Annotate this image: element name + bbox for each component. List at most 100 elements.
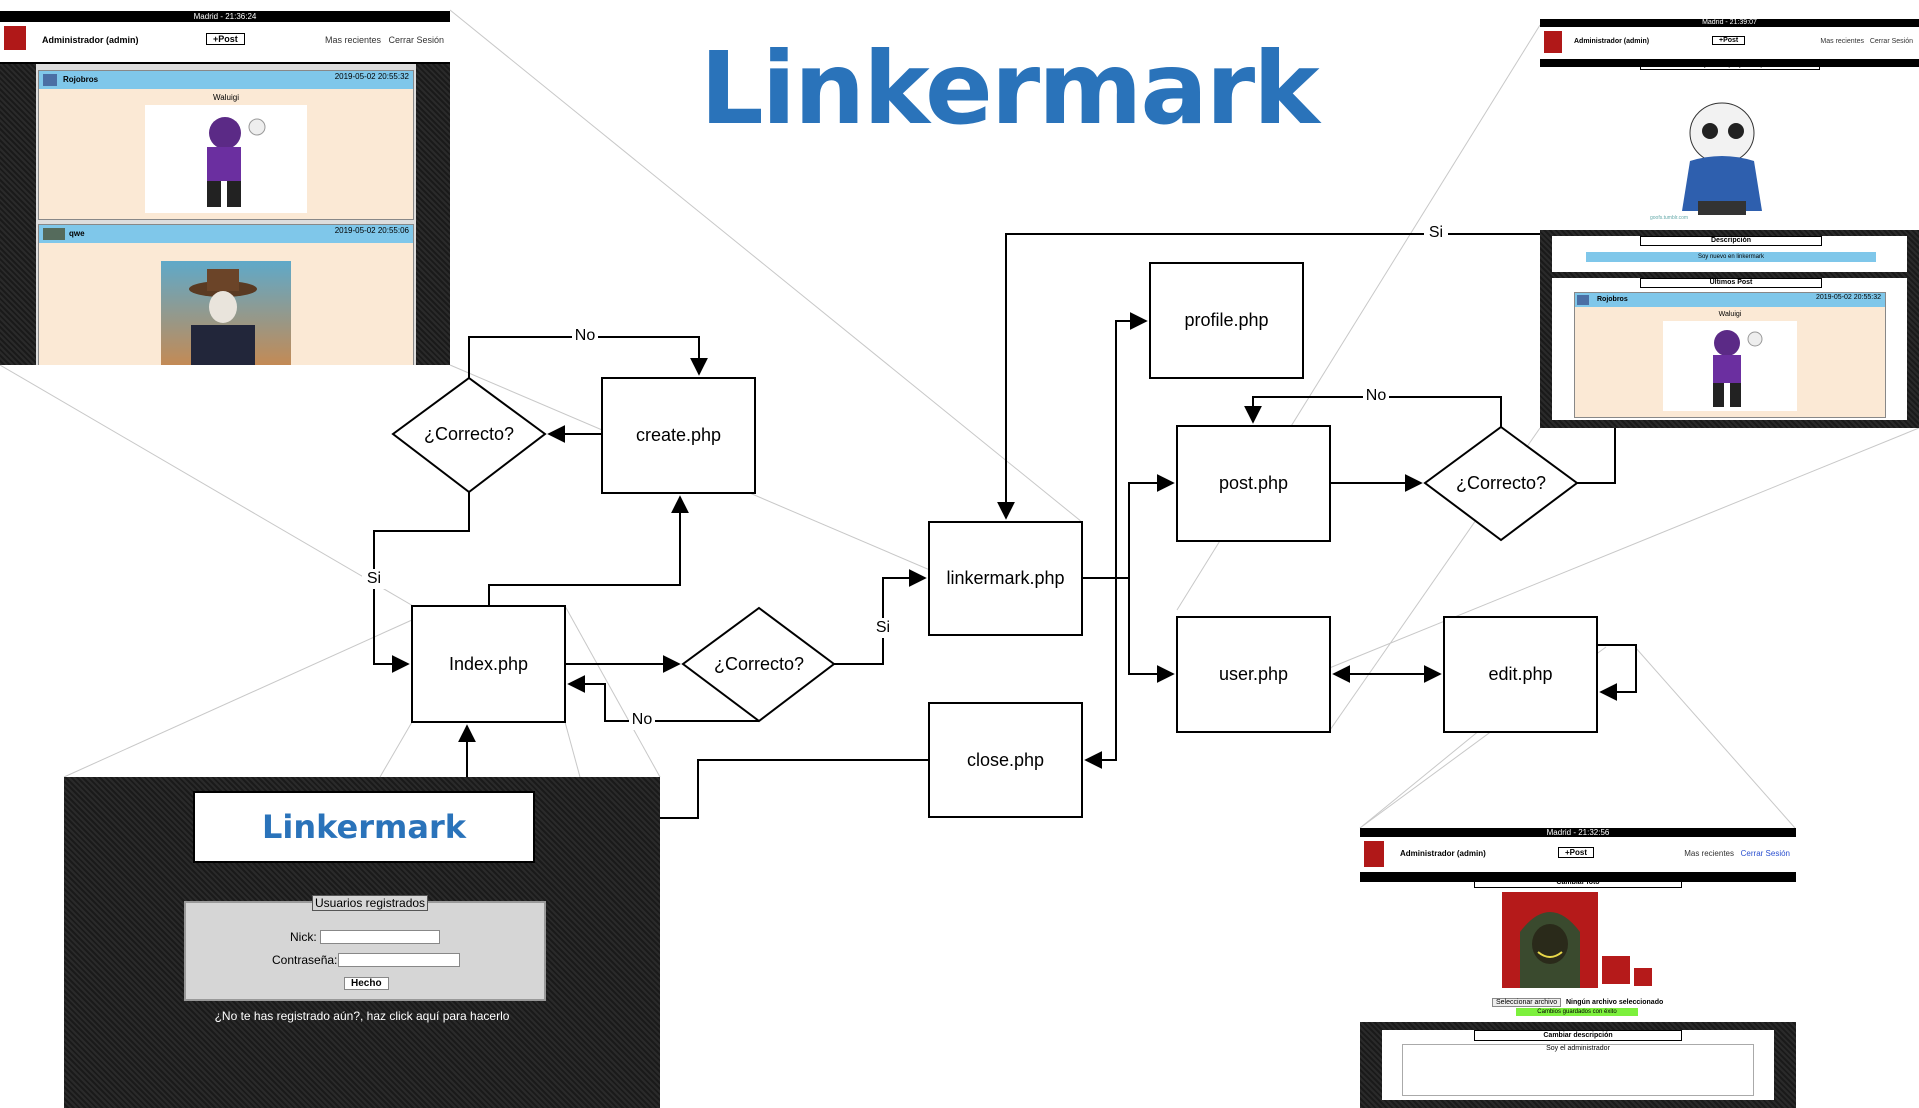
screenshot-login: Linkermark Usuarios registrados Nick: Co… — [64, 777, 660, 1108]
post-date: 2019-05-02 20:55:06 — [334, 226, 409, 235]
node-linkermark: linkermark.php — [946, 568, 1065, 588]
clock: Madrid - 21:36:24 — [0, 11, 450, 22]
change-photo-label: Cambiar foto — [1474, 877, 1682, 888]
decision-post: ¿Correcto? — [1455, 472, 1547, 493]
photo-thumb-small — [1634, 968, 1652, 986]
edge-no-index — [567, 675, 759, 722]
submit-button[interactable]: Hecho — [344, 977, 389, 990]
description-text: Soy nuevo en linkermark — [1586, 252, 1876, 262]
cowboy-image — [189, 269, 257, 365]
nick-input[interactable] — [320, 930, 440, 944]
post-date: 2019-05-02 20:55:32 — [334, 72, 409, 81]
screenshot-edit: Madrid - 21:32:56 Administrador (admin) … — [1360, 828, 1796, 1108]
nick-label: Nick: — [290, 930, 317, 944]
profile-name: rojobros (Rojobros) — [1640, 59, 1820, 70]
password-input[interactable] — [338, 953, 460, 967]
post-button[interactable]: +Post — [1712, 36, 1746, 45]
nav-links[interactable]: Mas recientes Cerrar Sesión — [324, 35, 444, 45]
profile-photo — [1650, 81, 1800, 231]
post-caption: Waluigi — [1718, 311, 1742, 318]
post-card: qwe 2019-05-02 20:55:06 — [38, 224, 414, 365]
edge-edit-self — [1597, 644, 1637, 701]
password-label: Contraseña: — [272, 953, 338, 967]
post-button[interactable]: +Post — [206, 33, 245, 45]
edge-to-close — [1084, 578, 1117, 769]
post-card: Rojobros 2019-05-02 20:55:32 Waluigi — [1574, 292, 1886, 418]
last-posts-box: Últimos Post Rojobros 2019-05-02 20:55:3… — [1552, 278, 1907, 420]
file-button[interactable]: Seleccionar archivo — [1492, 998, 1562, 1007]
nav-links[interactable]: Mas recientes Cerrar Sesión — [1820, 38, 1913, 45]
edge-login-to-close — [660, 759, 929, 819]
post-caption: Waluigi — [213, 93, 239, 102]
page-title: Linkermark — [700, 30, 1320, 147]
screenshot-feed: Madrid - 21:36:24 Administrador (admin) … — [0, 11, 450, 365]
post-header: Rojobros 2019-05-02 20:55:32 — [1575, 293, 1885, 307]
node-edit-box — [1443, 616, 1598, 733]
node-edit: edit.php — [1488, 664, 1553, 684]
edge-label-si-index: Si — [871, 618, 895, 638]
decision-index: ¿Correcto? — [713, 653, 805, 674]
register-link[interactable]: ¿No te has registrado aún?, haz click aq… — [214, 1009, 510, 1023]
node-profile-box — [1149, 262, 1304, 379]
decision-create: ¿Correcto? — [423, 423, 515, 444]
user-icon — [1577, 295, 1589, 305]
node-user-box — [1176, 616, 1331, 733]
user-name: Administrador (admin) — [1574, 38, 1650, 45]
post-image — [145, 105, 307, 213]
description-textarea[interactable]: Soy el administrador — [1402, 1044, 1754, 1096]
photo-thumb-medium — [1602, 956, 1630, 984]
post-author: Rojobros — [63, 75, 99, 84]
avatar — [1364, 841, 1384, 867]
profile-photo — [1502, 892, 1598, 988]
edge-label-no-post: No — [1363, 386, 1389, 406]
edge-label-si-create: Si — [362, 569, 386, 589]
post-header: Rojobros 2019-05-02 20:55:32 — [39, 71, 413, 89]
avatar — [1544, 31, 1562, 53]
edge-index-to-create — [488, 495, 689, 606]
character-image — [1713, 330, 1763, 407]
node-profile: profile.php — [1184, 310, 1269, 330]
header: Administrador (admin) +Post Mas reciente… — [1360, 837, 1796, 882]
post-date: 2019-05-02 20:55:32 — [1816, 294, 1881, 301]
node-post-box — [1176, 425, 1331, 542]
last-posts-label: Últimos Post — [1640, 278, 1822, 288]
screenshot-profile: Madrid - 21:39:07 Administrador (admin) … — [1540, 19, 1919, 428]
edge-to-post — [1128, 474, 1175, 578]
header: Administrador (admin) +Post Mas reciente… — [1540, 27, 1919, 67]
edge-si-create — [373, 492, 470, 673]
decision-post-shape — [1423, 425, 1579, 542]
post-author: Rojobros — [1597, 296, 1628, 303]
clock: Madrid - 21:32:56 — [1360, 828, 1796, 837]
edge-to-profile — [1115, 312, 1148, 578]
post-author: qwe — [69, 229, 85, 238]
description-label: Descripción — [1640, 236, 1822, 246]
description-panel: Cambiar descripción Soy el administrador — [1360, 1022, 1796, 1108]
post-header: qwe 2019-05-02 20:55:06 — [39, 225, 413, 243]
user-name: Administrador (admin) — [1400, 849, 1486, 858]
projection-lines — [0, 9, 1919, 829]
node-linkermark-box — [928, 521, 1083, 636]
saved-message: Cambios guardados con éxito — [1516, 1008, 1638, 1016]
user-name: Administrador (admin) — [42, 35, 139, 45]
post-button[interactable]: +Post — [1558, 847, 1595, 858]
edge-label-no-create: No — [572, 326, 598, 346]
user-icon — [43, 74, 57, 86]
description-box: Descripción Soy nuevo en linkermark — [1552, 236, 1907, 272]
header: Administrador (admin) +Post Mas reciente… — [0, 22, 450, 64]
edge-label-si-post: Si — [1424, 223, 1448, 243]
file-status: Ningún archivo seleccionado — [1566, 999, 1664, 1006]
user-icon — [43, 228, 65, 240]
logout-link[interactable]: Cerrar Sesión — [1740, 849, 1790, 858]
change-description-label: Cambiar descripción — [1474, 1030, 1682, 1041]
node-index: Index.php — [448, 653, 529, 674]
recent-link[interactable]: Mas recientes — [1684, 849, 1734, 858]
skeleton-image — [1682, 102, 1762, 215]
login-logo: Linkermark — [193, 791, 535, 863]
character-image — [207, 117, 266, 207]
login-form: Usuarios registrados Nick: Contraseña: H… — [184, 895, 546, 1001]
node-index-box — [411, 605, 566, 723]
feed-list: Rojobros 2019-05-02 20:55:32 Waluigi qwe… — [36, 64, 416, 365]
node-user: user.php — [1218, 664, 1289, 684]
node-create-box — [601, 377, 756, 494]
